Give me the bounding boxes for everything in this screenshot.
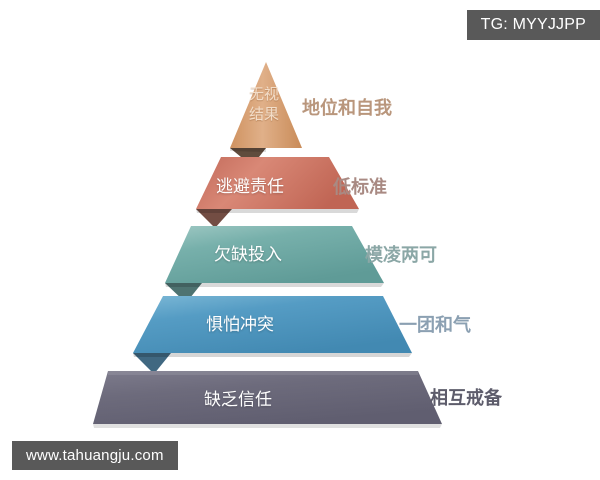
pyramid-level-4 [133,296,412,374]
pyramid-level-3 [165,226,384,303]
watermark-badge-top-right: TG: MYYJJPP [466,10,600,40]
pyramid-level-1 [230,62,302,166]
watermark-badge-bottom-left: www.tahuangju.com [12,441,178,470]
pyramid-level-5 [93,371,442,428]
pyramid-level-2 [196,157,359,228]
